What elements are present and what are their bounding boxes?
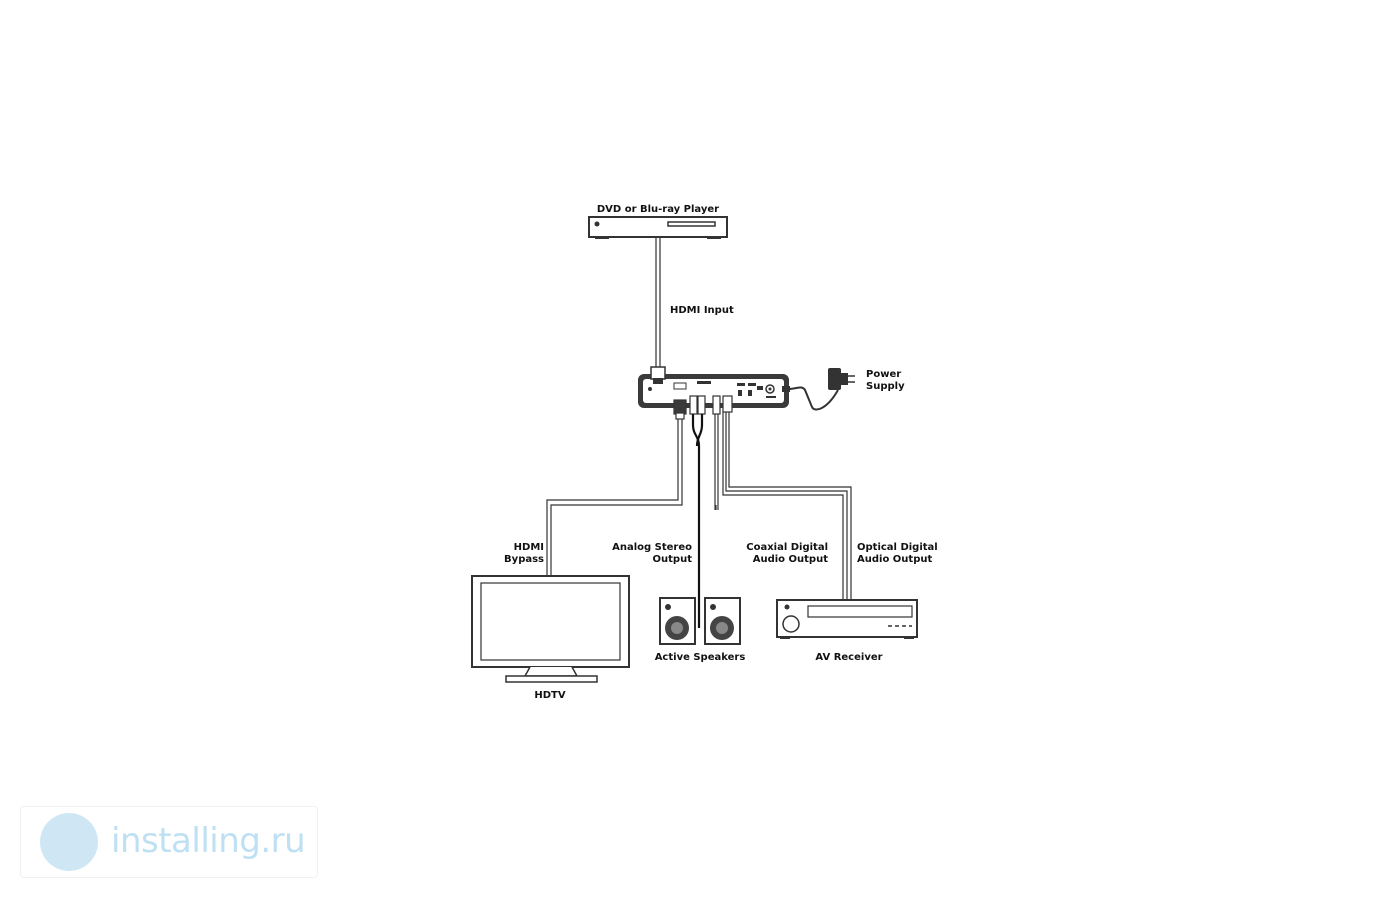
dvd-player-label: DVD or Blu-ray Player <box>597 204 719 215</box>
hdtv-label: HDTV <box>534 690 565 701</box>
hdmi-input-cable <box>655 238 661 368</box>
analog-stereo-cable <box>691 414 704 628</box>
coaxial-label-line1: Coaxial Digital <box>746 542 828 553</box>
watermark-text: installing.ru <box>111 821 306 861</box>
analog-stereo-label-line2: Output <box>653 554 693 565</box>
dvd-player <box>588 216 728 239</box>
hdmi-input-label: HDMI Input <box>670 305 734 316</box>
power-supply <box>782 368 855 411</box>
optical-label-line1: Optical Digital <box>857 542 938 553</box>
active-speakers-label: Active Speakers <box>655 652 746 663</box>
av-receiver <box>776 599 918 639</box>
hdmi-bypass-label-line1: HDMI <box>514 542 544 553</box>
coaxial-digital-cable <box>714 414 719 510</box>
hdtv <box>471 575 630 683</box>
power-supply-label-line2: Supply <box>866 381 905 392</box>
watermark: installing.ru <box>20 806 318 878</box>
active-speakers <box>659 597 741 645</box>
analog-stereo-label-line1: Analog Stereo <box>612 542 692 553</box>
optical-label-line2: Audio Output <box>857 554 932 565</box>
output-connectors <box>673 395 733 420</box>
hdmi-bypass-cable <box>546 419 683 576</box>
optical-digital-cable <box>722 412 852 600</box>
hdmi-bypass-label-line2: Bypass <box>504 554 544 565</box>
coaxial-label-line2: Audio Output <box>753 554 828 565</box>
power-supply-label-line1: Power <box>866 369 901 380</box>
watermark-logo-icon <box>40 813 98 871</box>
av-receiver-label: AV Receiver <box>815 652 882 663</box>
